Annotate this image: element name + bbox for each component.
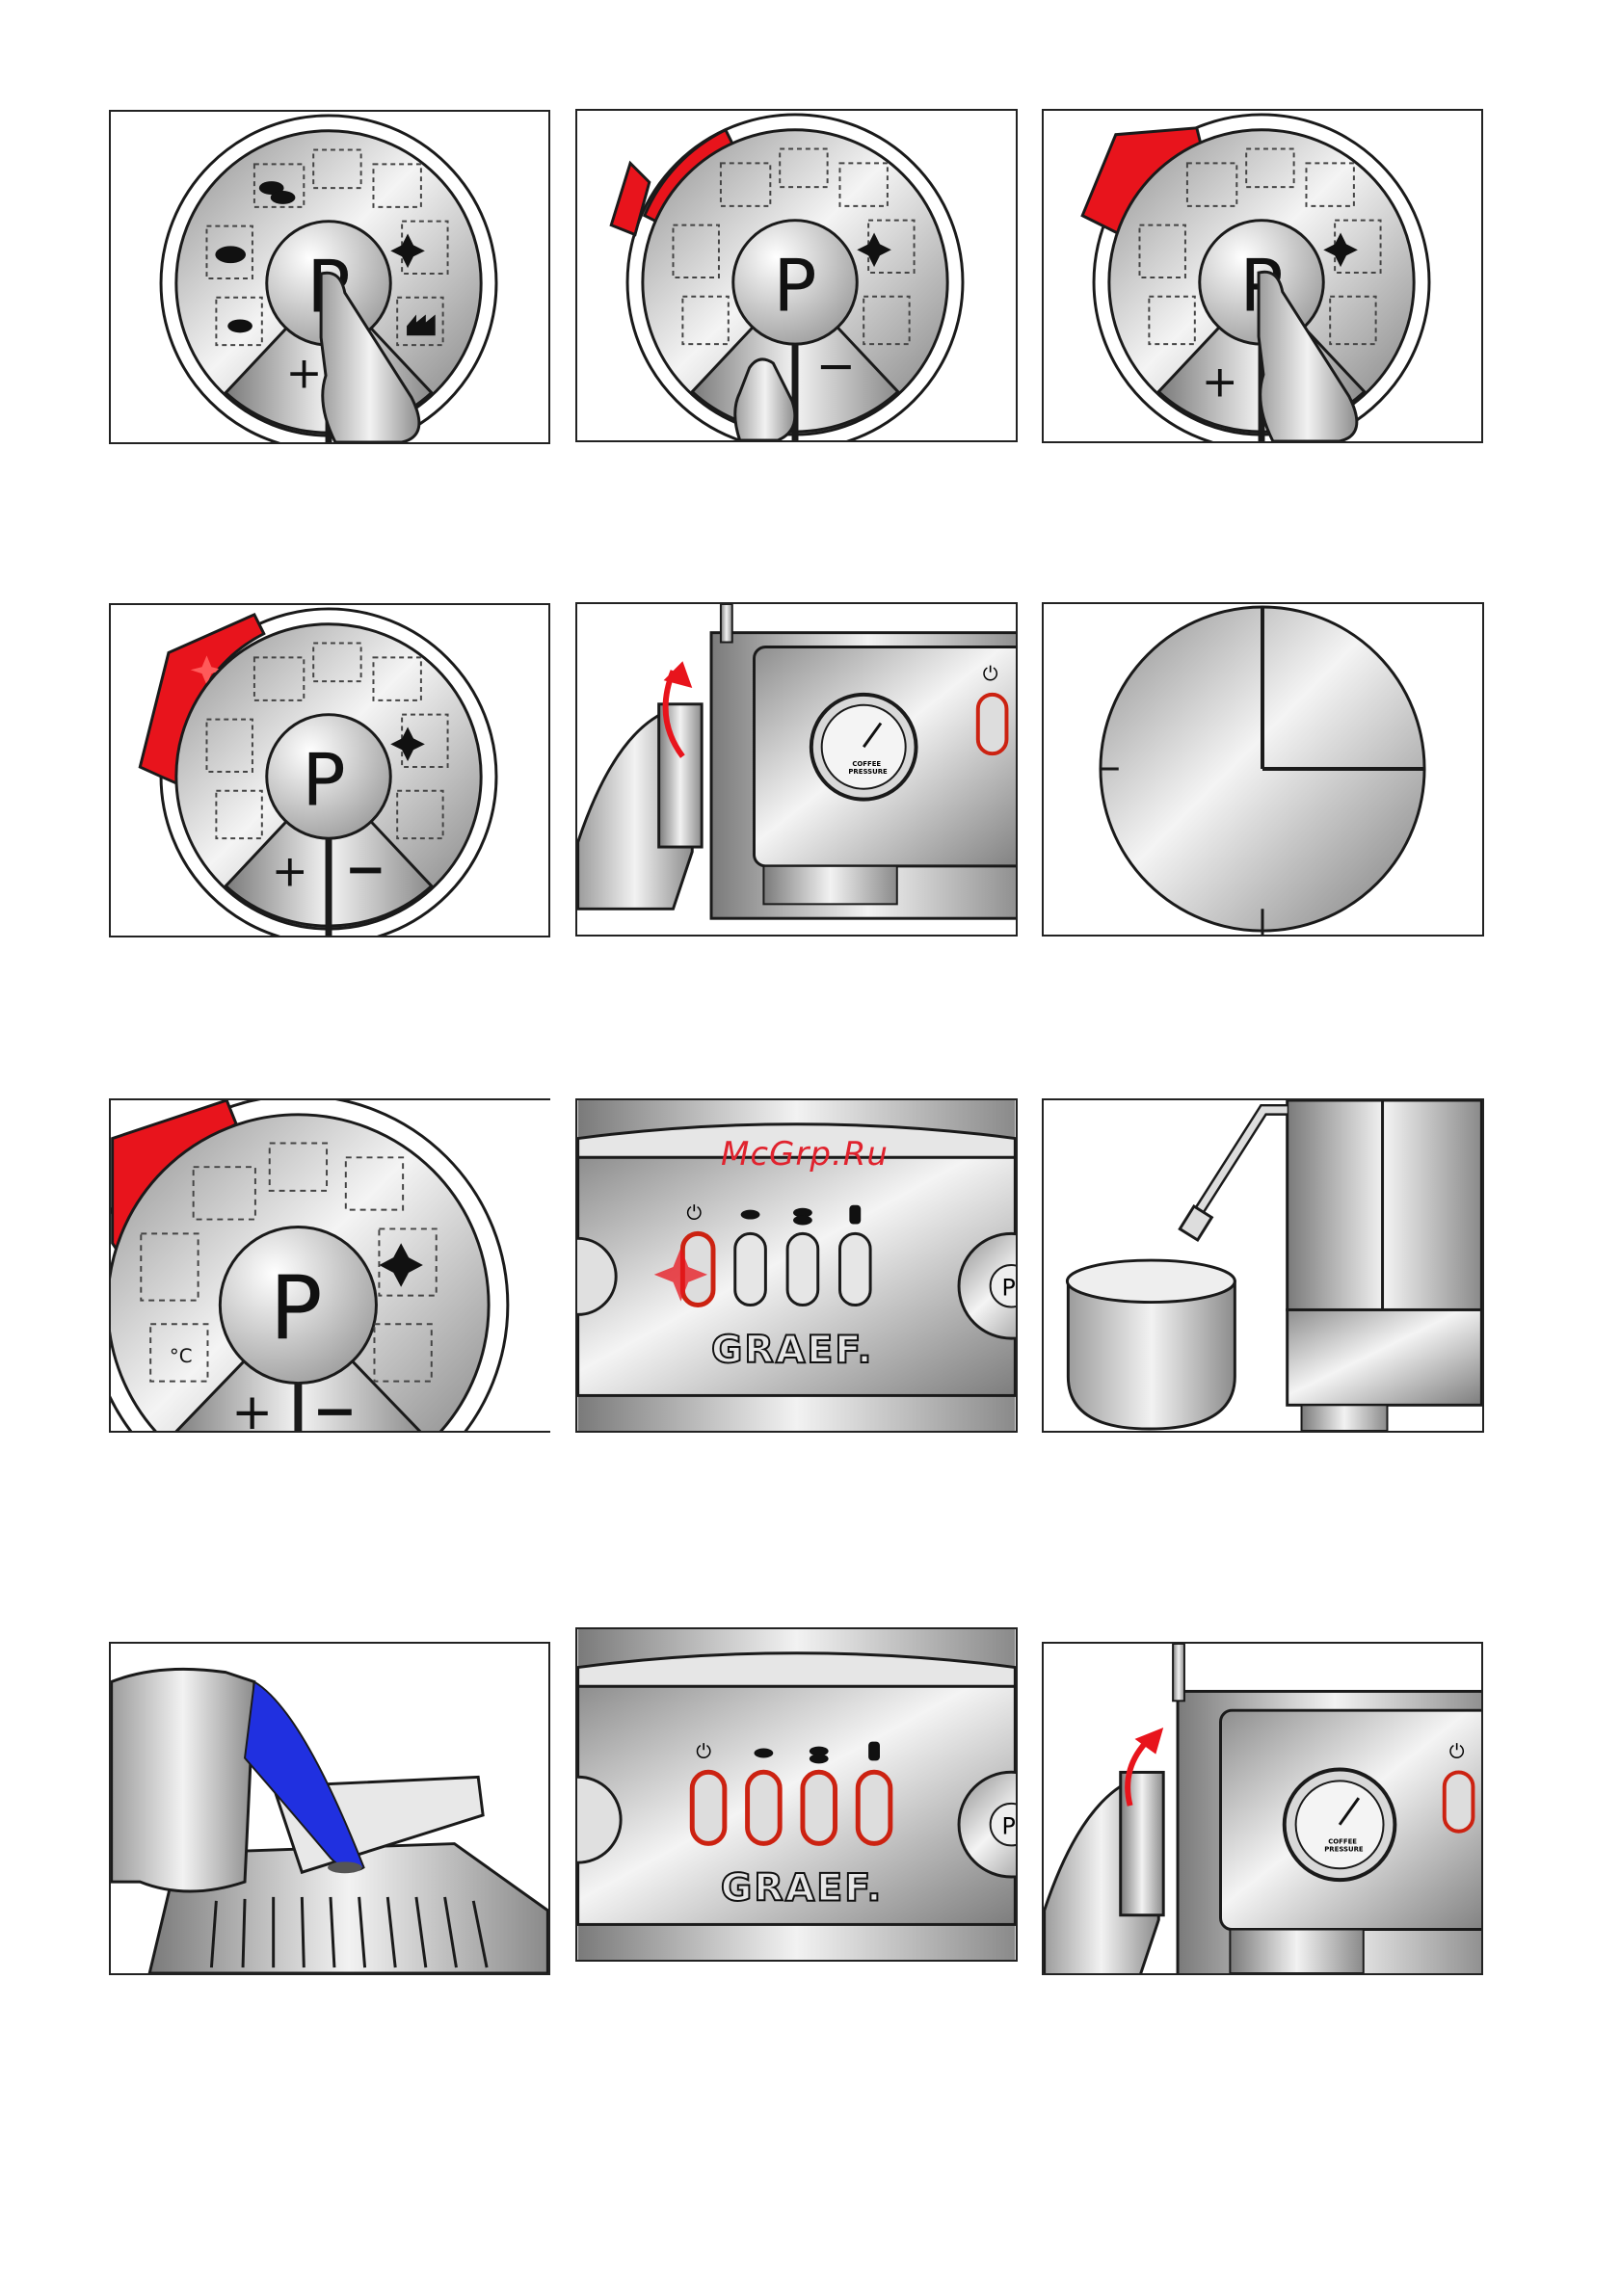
illustration-panel-10 [109, 1642, 550, 1975]
steam-hand-icon [849, 1205, 861, 1225]
single-cup-icon [741, 1210, 760, 1220]
double-cup-button [803, 1772, 836, 1843]
double-cup-button [787, 1233, 818, 1305]
power-icon: ⏻ [1449, 1741, 1465, 1763]
single-cup-button [735, 1233, 766, 1305]
watermark: McGrp.Ru [721, 1135, 889, 1174]
fill-water-illustration [111, 1644, 548, 1973]
dial-press-plus-illustration: P − [577, 111, 1016, 440]
illustration-panel-7: °C + − P [109, 1098, 550, 1433]
temp-unit-label: °C [170, 1345, 193, 1367]
p-button-label: P [1002, 1275, 1016, 1302]
knob-quarter-turn-illustration [1044, 604, 1482, 935]
gauge-label-2: PRESSURE [1324, 1845, 1364, 1853]
power-icon: ⏻ [696, 1740, 711, 1762]
water-jug-icon [112, 1669, 254, 1891]
gauge-label-1: COFFEE [1328, 1838, 1357, 1846]
p-button-label: P [270, 1258, 323, 1359]
cup-under-steam-wand-illustration [1044, 1100, 1482, 1431]
brand-logo: GRAEF. [721, 1866, 884, 1911]
illustration-panel-12: COFFEE PRESSURE ⏻ [1042, 1642, 1483, 1975]
power-icon: ⏻ [686, 1202, 702, 1225]
plus-label: + [272, 846, 308, 897]
illustration-panel-6 [1042, 602, 1484, 937]
power-button [692, 1772, 725, 1843]
dial-zoom-illustration: °C + − P [111, 1100, 550, 1431]
illustration-panel-1: + P [109, 110, 550, 444]
single-cup-button [748, 1772, 781, 1843]
turn-knob-back-illustration: COFFEE PRESSURE ⏻ [1044, 1644, 1481, 1973]
brand-logo: GRAEF. [711, 1328, 874, 1372]
dial-press-p-again-illustration: + P [1044, 111, 1481, 441]
p-button-label: P [302, 738, 345, 823]
dial-blinking-illustration: + − P [111, 605, 548, 936]
plus-label: + [231, 1384, 273, 1431]
p-button-label: P [1002, 1813, 1016, 1840]
minus-label: − [312, 1381, 357, 1431]
steam-button [839, 1233, 870, 1305]
p-button-label: P [773, 244, 816, 329]
illustration-panel-11: ⏻ GRAEF. P [575, 1627, 1018, 1962]
illustration-panel-5: COFFEE PRESSURE ⏻ [575, 602, 1018, 937]
illustration-panel-2: P − [575, 109, 1018, 442]
front-panel-all-lit-illustration: ⏻ GRAEF. P [577, 1629, 1016, 1960]
dial-press-p-illustration: + P [111, 112, 548, 442]
steam-button [858, 1772, 890, 1843]
power-button [978, 695, 1007, 753]
plus-label: + [1202, 356, 1238, 408]
single-cup-icon [755, 1749, 774, 1758]
steam-hand-icon [868, 1742, 880, 1761]
illustration-panel-3: + P [1042, 109, 1483, 443]
gauge-label-2: PRESSURE [848, 768, 888, 776]
power-icon: ⏻ [983, 663, 998, 685]
power-button [1445, 1772, 1474, 1831]
turn-knob-illustration: COFFEE PRESSURE ⏻ [577, 604, 1016, 935]
illustration-panel-4: + − P [109, 603, 550, 937]
plus-label: + [286, 348, 323, 399]
gauge-label-1: COFFEE [852, 760, 881, 768]
minus-label: − [816, 338, 856, 394]
illustration-panel-9 [1042, 1098, 1484, 1433]
minus-label: − [345, 841, 386, 899]
